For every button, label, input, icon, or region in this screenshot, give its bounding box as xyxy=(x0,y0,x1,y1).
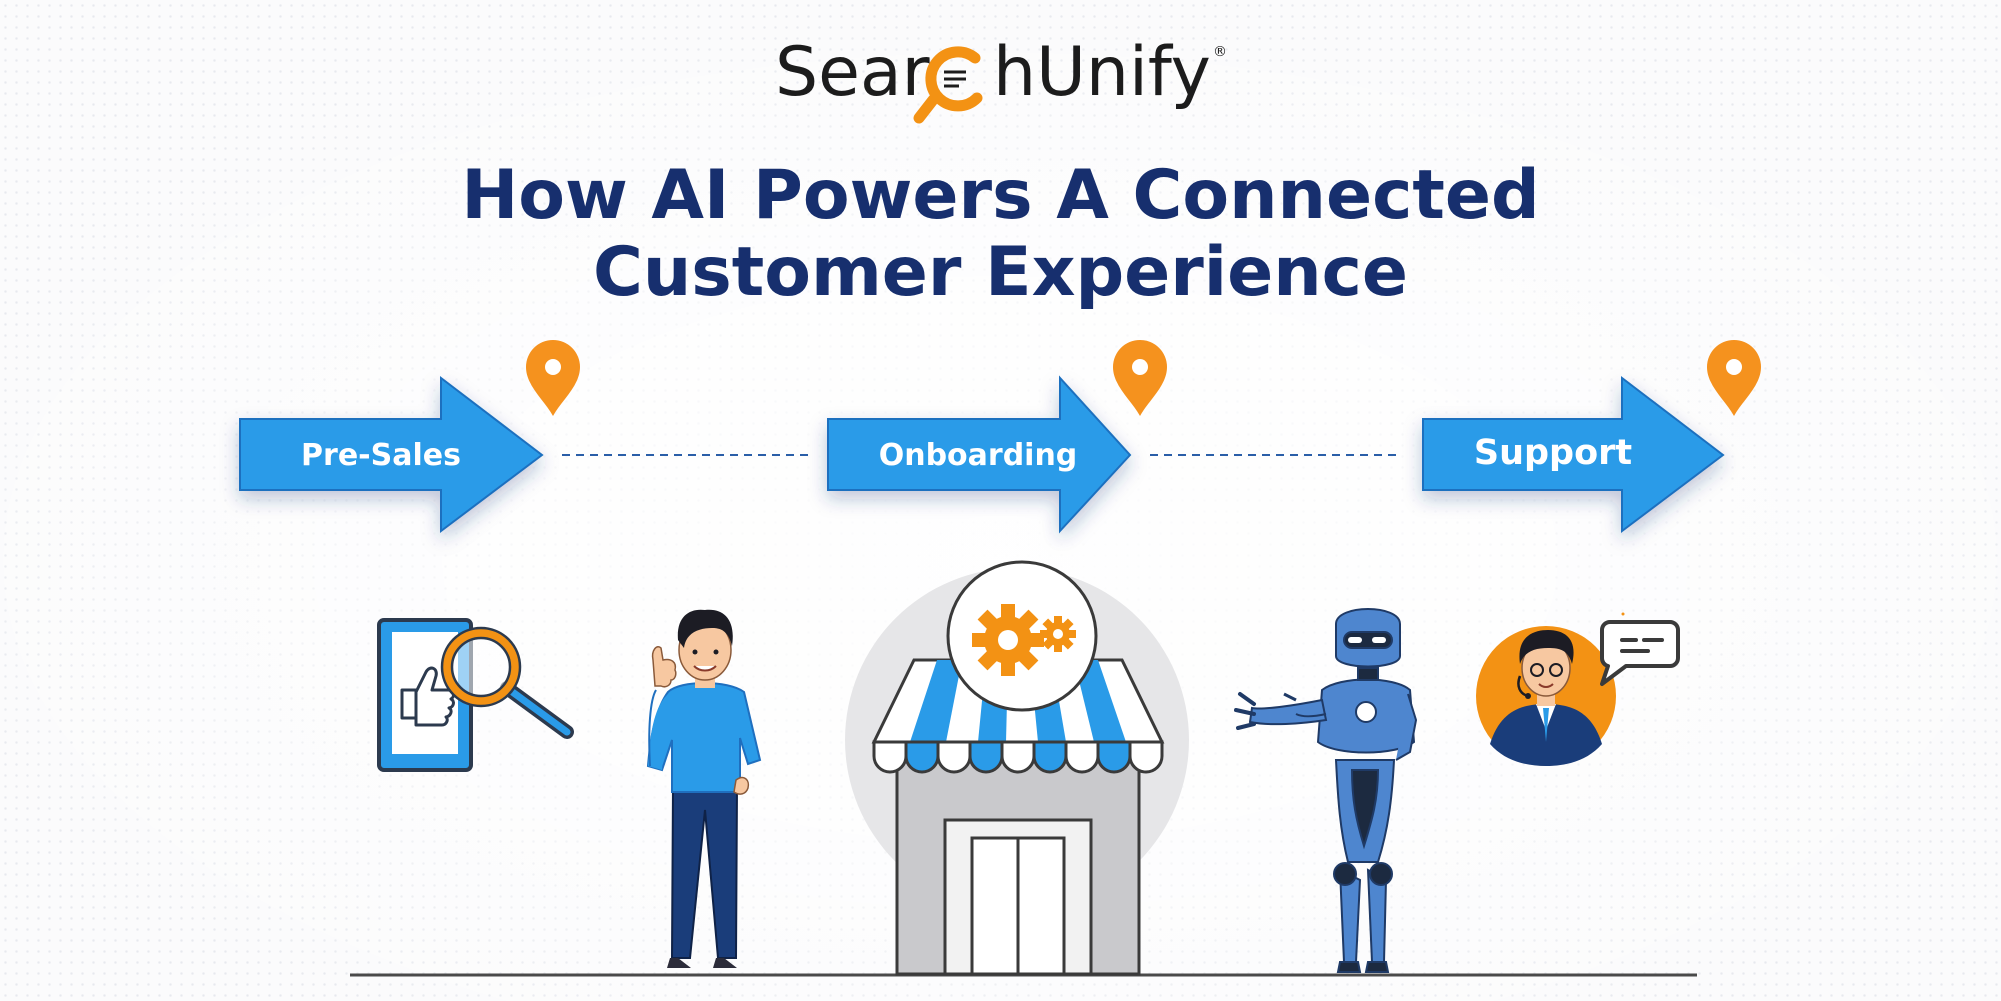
registered-mark: ® xyxy=(1213,44,1227,60)
search-logo-icon xyxy=(913,46,983,124)
searchunify-logo: Sear hUnify ® xyxy=(775,34,1235,124)
chat-bubble-icon xyxy=(1600,612,1680,686)
stage-label-support: Support xyxy=(1474,433,1632,473)
phone-like-magnifier-icon xyxy=(377,618,574,772)
location-pin-icon xyxy=(1707,340,1761,416)
logo-text-right: hUnify xyxy=(993,33,1211,112)
location-pin-icon xyxy=(526,340,580,416)
stage-label-onboarding: Onboarding xyxy=(879,438,1078,473)
stage-arrow-pre-sales: Pre-Sales xyxy=(239,375,544,534)
support-agent-avatar xyxy=(1476,626,1616,766)
logo-text-left: Sear xyxy=(775,33,930,112)
page-title-line-1: How AI Powers A Connected xyxy=(461,156,1540,235)
page-title-line-2: Customer Experience xyxy=(592,233,1409,312)
customer-person xyxy=(646,609,762,968)
storefront xyxy=(845,560,1189,976)
stage-arrow-support: Support xyxy=(1422,375,1725,534)
stage-arrow-onboarding: Onboarding xyxy=(827,375,1132,534)
stage-label-pre-sales: Pre-Sales xyxy=(301,438,461,473)
location-pin-icon xyxy=(1113,340,1167,416)
robot-assistant xyxy=(1234,608,1418,973)
